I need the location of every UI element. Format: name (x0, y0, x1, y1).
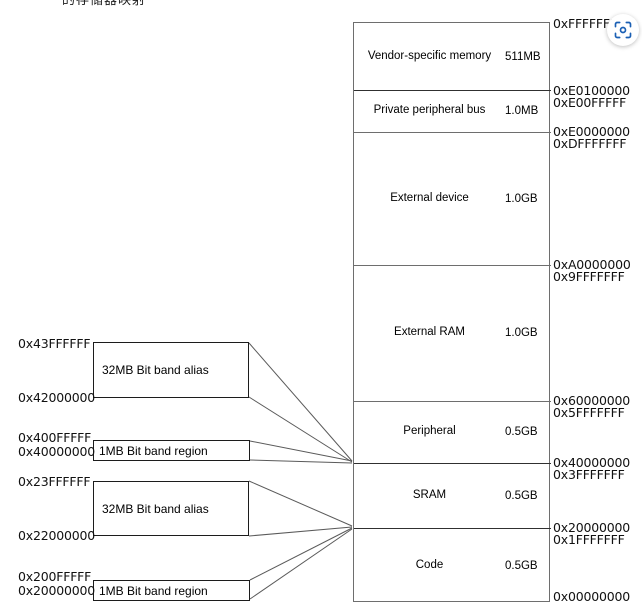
callout-label: 32MB Bit band alias (102, 501, 209, 516)
callout-addr-peripheral-region-top: 0x400FFFFF (18, 430, 92, 445)
callout-addr-sram-alias-top: 0x23FFFFFF (18, 474, 91, 489)
callout-box-peripheral-bit-band-region: 1MB Bit band region (93, 440, 250, 461)
address-label-20000000: 0x20000000 (553, 520, 630, 535)
callout-addr-peripheral-alias-bottom: 0x42000000 (18, 390, 95, 405)
boundary-divider (354, 132, 551, 133)
callout-label: 32MB Bit band alias (102, 363, 209, 377)
scan-icon (614, 21, 632, 39)
leader-sram-region-top (249, 527, 353, 581)
region-label: External RAM (394, 326, 465, 339)
leader-sram-region-bottom (249, 528, 353, 600)
address-label-a0000000: 0xA0000000 (553, 257, 631, 272)
address-label-1fffffff: 0x1FFFFFFF (553, 532, 625, 547)
address-label-60000000: 0x60000000 (553, 393, 630, 408)
region-peripheral: Peripheral 0.5GB (354, 401, 549, 463)
boundary-divider (354, 528, 551, 529)
leader-peripheral-region-top (249, 440, 353, 462)
region-private-peripheral-bus: Private peripheral bus 1.0MB (354, 90, 549, 132)
callout-box-sram-bit-band-alias: 32MB Bit band alias (93, 481, 249, 536)
boundary-divider (354, 401, 551, 402)
boundary-divider (354, 265, 551, 266)
callout-addr-sram-region-bottom: 0x20000000 (18, 583, 95, 598)
leader-peripheral-alias-bottom (248, 396, 353, 463)
region-size: 0.5GB (505, 559, 538, 572)
region-size: 511MB (505, 50, 541, 63)
region-size: 0.5GB (505, 426, 538, 438)
address-label-e00fffff: 0xE00FFFFF (553, 95, 627, 110)
leader-sram-alias-bottom (248, 526, 353, 537)
region-code: Code 0.5GB (354, 528, 549, 603)
address-label-dfffffff: 0xDFFFFFFF (553, 136, 627, 151)
top-text-fragment: 的存储器映射 (62, 0, 147, 8)
region-label: Private peripheral bus (373, 104, 486, 117)
address-label-9fffffff: 0x9FFFFFFF (553, 269, 625, 284)
region-label: Peripheral (403, 425, 456, 438)
region-size: 1.0GB (505, 327, 538, 339)
callout-addr-sram-region-top: 0x200FFFFF (18, 569, 92, 584)
address-label-00000000: 0x00000000 (553, 589, 630, 604)
region-vendor-specific-memory: Vendor-specific memory 511MB (354, 23, 549, 90)
boundary-divider (354, 463, 551, 464)
region-label: Code (415, 558, 444, 571)
callout-addr-peripheral-region-bottom: 0x40000000 (18, 444, 95, 459)
memory-map-diagram: Vendor-specific memory 511MB Private per… (353, 22, 551, 603)
region-external-device: External device 1.0GB (354, 132, 549, 265)
leader-peripheral-alias-top (248, 342, 353, 462)
callout-box-sram-bit-band-region: 1MB Bit band region (93, 580, 250, 601)
address-label-3fffffff: 0x3FFFFFFF (553, 467, 625, 482)
address-label-e0000000: 0xE0000000 (553, 124, 630, 139)
region-size: 0.5GB (505, 489, 538, 502)
callout-label: 1MB Bit band region (99, 583, 208, 598)
callout-label: 1MB Bit band region (99, 443, 208, 458)
region-external-ram: External RAM 1.0GB (354, 265, 549, 401)
region-label: Vendor-specific memory (367, 49, 492, 62)
callout-addr-sram-alias-bottom: 0x22000000 (18, 528, 95, 543)
address-label-40000000: 0x40000000 (553, 455, 630, 470)
region-label: External device (390, 191, 469, 204)
callout-box-peripheral-bit-band-alias: 32MB Bit band alias (93, 342, 249, 398)
region-sram: SRAM 0.5GB (354, 463, 549, 528)
region-size: 1.0GB (505, 192, 538, 205)
address-label-e0100000: 0xE0100000 (553, 83, 630, 98)
region-label: SRAM (412, 488, 447, 501)
boundary-divider (354, 90, 551, 91)
region-size: 1.0MB (505, 105, 539, 117)
address-label-5fffffff: 0x5FFFFFFF (553, 405, 625, 420)
scan-badge[interactable] (607, 14, 639, 46)
callout-addr-peripheral-alias-top: 0x43FFFFFF (18, 336, 91, 351)
leader-peripheral-region-bottom (249, 459, 353, 464)
leader-sram-alias-top (248, 480, 353, 527)
address-label-ffffffff: 0xFFFFFFFF (553, 16, 624, 31)
